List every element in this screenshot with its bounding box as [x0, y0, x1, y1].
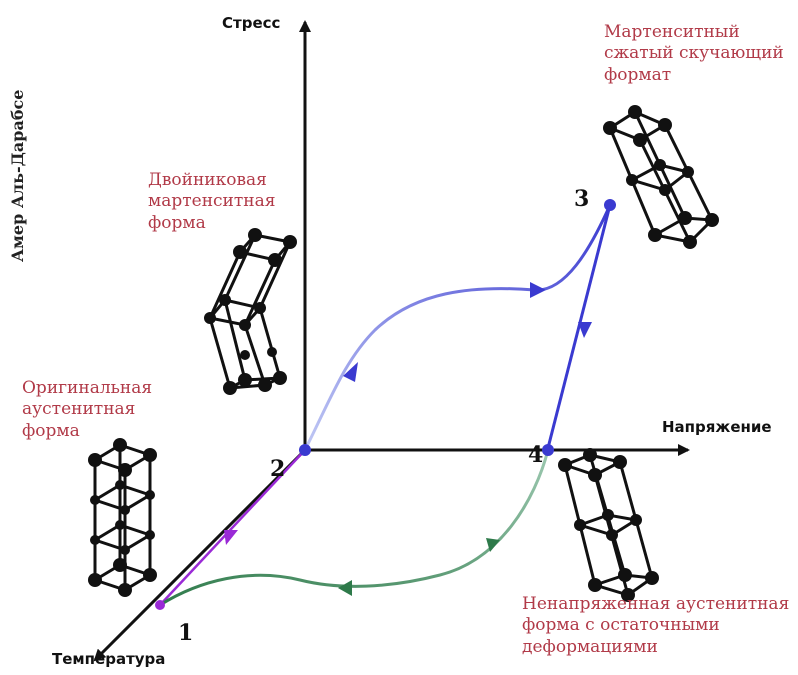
temperature-axis — [93, 448, 307, 662]
point-3 — [604, 199, 616, 211]
label-unstressed-austenite: Ненапряженная аустенитная форма с остато… — [522, 594, 789, 658]
lattice-compressed-martensite-icon — [606, 110, 716, 244]
lattice-austenite-original-atoms — [88, 438, 157, 597]
temperature-axis-label: Температура — [52, 650, 166, 668]
label-compressed-martensite: Мартенситный сжатый скучающий формат — [604, 22, 784, 86]
point-1-label: 1 — [178, 620, 194, 646]
path-3-4 — [546, 204, 612, 449]
author-credit: Амер Аль-Дарабсе — [8, 89, 27, 262]
label-line: сжатый скучающий — [604, 43, 784, 64]
stress-axis-label: Стресс — [222, 14, 281, 32]
path-2-3-arrow-b — [530, 282, 546, 298]
path-1-2-arrow — [224, 530, 238, 545]
label-twinned-martensite: Двойниковая мартенситная форма — [148, 170, 275, 234]
label-line: Двойниковая — [148, 170, 267, 190]
label-line: форма с остаточными — [522, 615, 720, 636]
label-line: формат — [604, 64, 672, 85]
label-line: деформациями — [522, 636, 658, 657]
path-2-3 — [303, 204, 612, 451]
lattice-compressed-martensite-atoms — [603, 105, 719, 249]
label-line: Мартенситный — [604, 22, 740, 42]
strain-axis-label: Напряжение — [662, 418, 772, 436]
point-3-label: 3 — [574, 186, 590, 212]
path-1-2 — [159, 449, 306, 606]
label-line: Ненапряженная аустенитная — [522, 594, 790, 614]
path-2-3-arrow-a — [343, 362, 358, 382]
path-4-1 — [159, 449, 550, 607]
label-line: Оригинальная — [22, 378, 153, 398]
point-4 — [542, 444, 554, 456]
point-2 — [299, 444, 311, 456]
lattice-unstressed-austenite-atoms — [558, 448, 659, 602]
path-4-1-arrow-b — [338, 580, 352, 596]
label-line: форма — [148, 212, 206, 233]
point-4-label: 4 — [528, 442, 544, 468]
point-2-label: 2 — [270, 456, 286, 482]
label-line: аустенитная — [22, 399, 136, 420]
lattice-twinned-martensite-atoms — [204, 228, 297, 395]
path-4-1-arrow-a — [486, 538, 500, 552]
path-3-4-arrow — [578, 322, 592, 338]
point-1 — [155, 600, 165, 610]
label-line: мартенситная — [148, 191, 276, 212]
label-original-austenite: Оригинальная аустенитная форма — [22, 378, 152, 442]
label-line: форма — [22, 420, 80, 441]
